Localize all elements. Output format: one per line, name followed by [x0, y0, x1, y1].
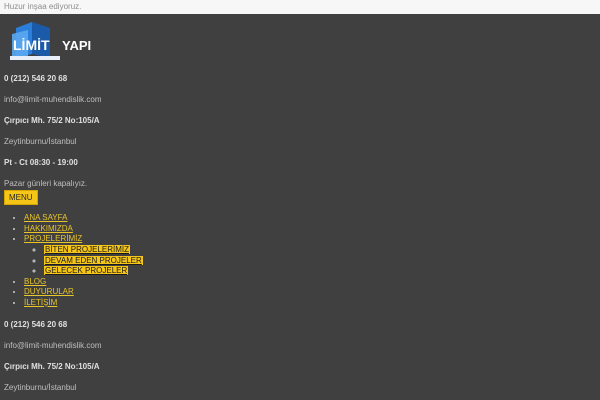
address-top: Çırpıcı Mh. 75/2 No:105/A: [4, 116, 100, 125]
email-bottom: info@limit-muhendislik.com: [4, 341, 102, 350]
logo-word-yapi: YAPI: [62, 38, 91, 53]
nav-item-projects: PROJELERİMİZ BİTEN PROJELERİMİZ DEVAM ED…: [24, 234, 143, 276]
submenu-link-finished[interactable]: BİTEN PROJELERİMİZ: [44, 245, 131, 255]
main-nav: ANA SAYFA HAKKIMIZDA PROJELERİMİZ BİTEN …: [24, 213, 143, 309]
district-bottom: Zeytinburnu/İstanbul: [4, 383, 77, 392]
menu-button[interactable]: MENU: [4, 190, 38, 205]
submenu-link-ongoing[interactable]: DEVAM EDEN PROJELER: [44, 255, 143, 265]
nav-item-contact: İLETİŞİM: [24, 298, 143, 309]
email-top: info@limit-muhendislik.com: [4, 95, 102, 104]
nav-link-projects[interactable]: PROJELERİMİZ: [24, 234, 83, 244]
submenu-link-upcoming[interactable]: GELECEK PROJELER: [44, 266, 129, 276]
nav-link-contact[interactable]: İLETİŞİM: [24, 298, 58, 308]
phone-bottom: 0 (212) 546 20 68: [4, 320, 68, 329]
nav-item-blog: BLOG: [24, 277, 143, 288]
nav-item-about: HAKKIMIZDA: [24, 224, 143, 235]
nav-link-announcements[interactable]: DUYURULAR: [24, 287, 74, 297]
logo-word-limit: LİMİT: [13, 37, 50, 53]
address-bottom: Çırpıcı Mh. 75/2 No:105/A: [4, 362, 100, 371]
nav-item-announcements: DUYURULAR: [24, 287, 143, 298]
nav-link-about[interactable]: HAKKIMIZDA: [24, 223, 73, 233]
nav-link-home[interactable]: ANA SAYFA: [24, 213, 68, 222]
hours: Pt - Ct 08:30 - 19:00: [4, 158, 78, 167]
district-top: Zeytinburnu/İstanbul: [4, 137, 77, 146]
site-logo[interactable]: LİMİT YAPI: [10, 20, 102, 62]
phone-top: 0 (212) 546 20 68: [4, 74, 68, 83]
nav-link-blog[interactable]: BLOG: [24, 276, 47, 286]
submenu-item-ongoing: DEVAM EDEN PROJELER: [44, 255, 143, 267]
logo-graphic: LİMİT YAPI: [10, 22, 91, 60]
submenu-item-finished: BİTEN PROJELERİMİZ: [44, 245, 143, 256]
top-bar: Huzur inşaa ediyoruz.: [0, 0, 600, 14]
tagline: Huzur inşaa ediyoruz.: [4, 2, 82, 11]
closed-notice: Pazar günleri kapalıyız.: [4, 179, 88, 188]
nav-item-home: ANA SAYFA: [24, 213, 143, 224]
projects-submenu: BİTEN PROJELERİMİZ DEVAM EDEN PROJELER G…: [24, 245, 143, 277]
submenu-item-upcoming: GELECEK PROJELER: [44, 266, 143, 277]
